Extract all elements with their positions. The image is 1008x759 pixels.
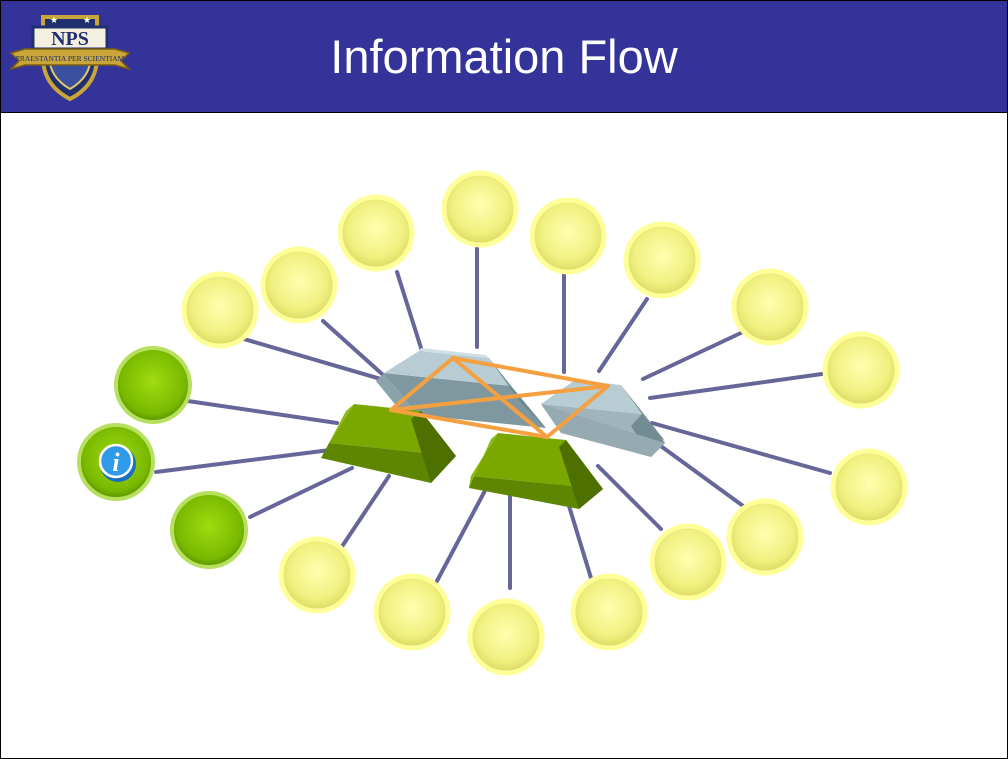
node-yellow — [373, 573, 451, 651]
node-green — [114, 346, 192, 424]
node-yellow — [181, 271, 259, 349]
spoke-line — [597, 297, 649, 373]
spoke-line — [648, 371, 831, 400]
spoke-line — [645, 434, 752, 513]
node-yellow — [649, 523, 727, 601]
node-yellow — [467, 598, 545, 676]
svg-text:★: ★ — [50, 16, 58, 26]
spoke-line — [154, 447, 340, 474]
mesh-line — [389, 408, 549, 439]
node-yellow — [441, 170, 519, 248]
yellow-nodes — [181, 170, 908, 676]
title-bar: NPS ★ ★ PRAESTANTIA PER SCIENTIAM Inform… — [1, 1, 1007, 113]
node-yellow — [337, 194, 415, 272]
spoke-line — [596, 464, 663, 531]
spoke-line — [650, 421, 832, 475]
node-green — [170, 491, 248, 569]
mesh-line — [389, 356, 455, 412]
spoke-line — [435, 483, 490, 583]
spoke-line — [248, 466, 354, 519]
node-yellow — [570, 573, 648, 651]
spoke-line — [339, 474, 391, 550]
node-yellow — [623, 221, 701, 299]
spoke-lines — [154, 245, 832, 590]
node-yellow — [278, 536, 356, 614]
node-yellow — [822, 331, 900, 409]
mesh-lines — [389, 356, 610, 439]
node-yellow — [731, 268, 809, 346]
node-yellow — [830, 448, 908, 526]
info-icon[interactable]: i — [98, 443, 136, 482]
slide-title: Information Flow — [330, 30, 678, 83]
node-yellow — [529, 197, 607, 275]
mesh-line — [545, 384, 610, 439]
spoke-line — [235, 335, 393, 384]
node-yellow — [260, 246, 338, 324]
nps-crest-icon: NPS ★ ★ PRAESTANTIA PER SCIENTIAM — [8, 15, 132, 102]
hub-green-right — [469, 433, 603, 509]
mesh-line — [389, 384, 610, 412]
logo-motto: PRAESTANTIA PER SCIENTIAM — [16, 54, 125, 63]
spoke-line — [321, 319, 393, 384]
mesh-line — [451, 356, 610, 388]
info-icon-glyph: i — [112, 448, 120, 477]
node-yellow — [726, 498, 804, 576]
spoke-line — [179, 398, 339, 425]
svg-text:★: ★ — [83, 16, 91, 26]
logo-text: NPS — [51, 28, 89, 50]
spoke-line — [641, 329, 747, 381]
information-flow-diagram: i — [77, 170, 908, 676]
